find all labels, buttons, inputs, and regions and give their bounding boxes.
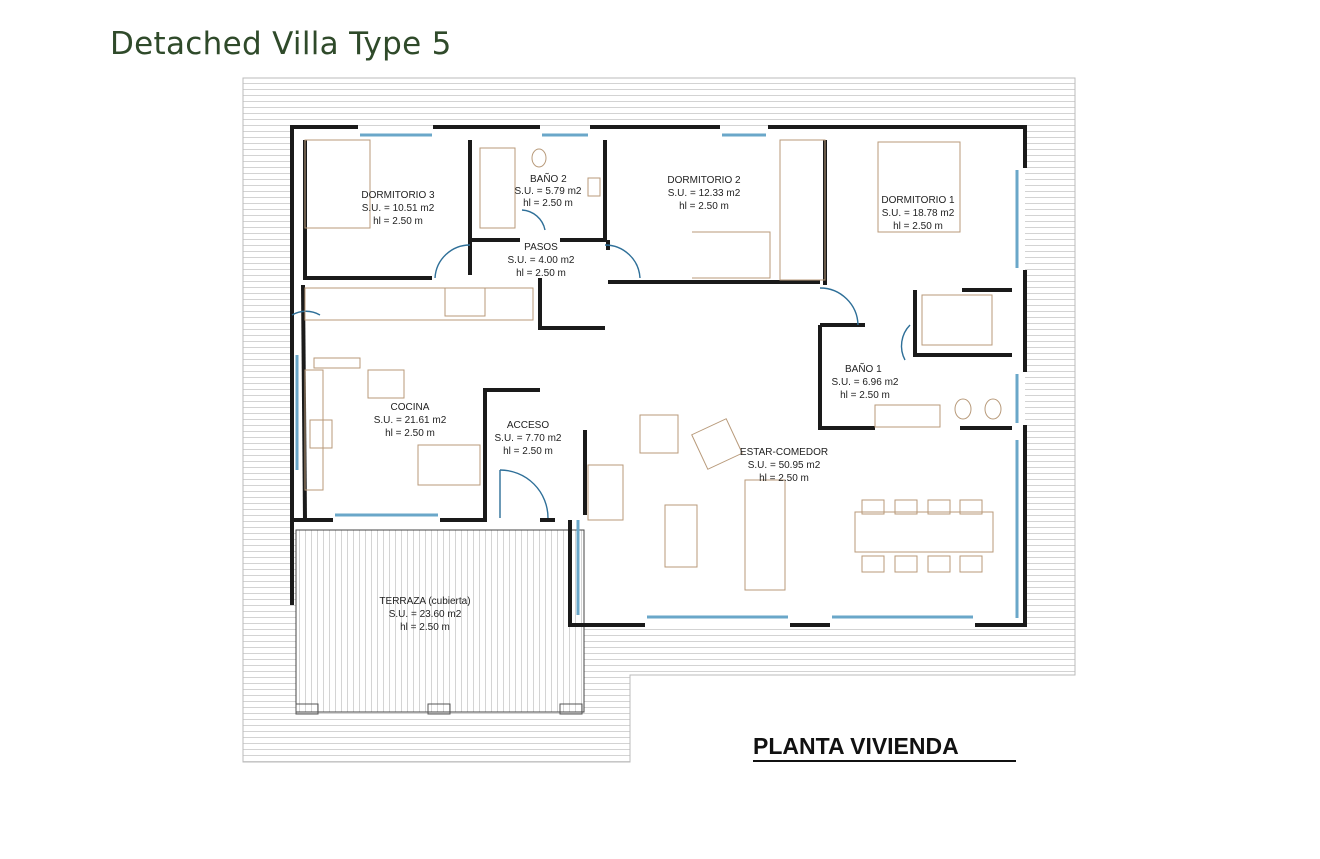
room-label-terraza: TERRAZA (cubierta) S.U. = 23.60 m2 hl = … [379, 596, 470, 633]
room-area: S.U. = 5.79 m2 [515, 186, 582, 197]
room-name: BAÑO 2 [530, 172, 567, 185]
room-height: hl = 2.50 m [893, 221, 943, 232]
terrace-deck [295, 529, 585, 713]
room-label-estar-comedor: ESTAR-COMEDOR S.U. = 50.95 m2 hl = 2.50 … [740, 447, 828, 484]
room-name: COCINA [391, 402, 430, 413]
page-title: Detached Villa Type 5 [110, 26, 452, 62]
doors [291, 209, 911, 519]
room-name: ACCESO [507, 420, 549, 431]
room-height: hl = 2.50 m [373, 216, 423, 227]
room-height: hl = 2.50 m [503, 446, 553, 457]
room-name: ESTAR-COMEDOR [740, 447, 828, 458]
room-label-dormitorio-1: DORMITORIO 1 S.U. = 18.78 m2 hl = 2.50 m [881, 195, 955, 232]
room-height: hl = 2.50 m [516, 268, 566, 279]
room-label-dormitorio-3: DORMITORIO 3 S.U. = 10.51 m2 hl = 2.50 m [361, 190, 435, 227]
room-area: S.U. = 10.51 m2 [362, 203, 435, 214]
room-label-cocina: COCINA S.U. = 21.61 m2 hl = 2.50 m [374, 402, 447, 439]
room-height: hl = 2.50 m [400, 622, 450, 633]
room-name: DORMITORIO 1 [881, 195, 955, 206]
room-label-dormitorio-2: DORMITORIO 2 S.U. = 12.33 m2 hl = 2.50 m [667, 175, 741, 212]
room-label-bano-2: BAÑO 2 S.U. = 5.79 m2 hl = 2.50 m [515, 172, 582, 209]
room-area: S.U. = 7.70 m2 [495, 433, 562, 444]
room-name: BAÑO 1 [845, 362, 882, 375]
room-area: S.U. = 18.78 m2 [882, 208, 955, 219]
room-name: DORMITORIO 3 [361, 190, 435, 201]
room-area: S.U. = 6.96 m2 [832, 377, 899, 388]
room-height: hl = 2.50 m [523, 198, 573, 209]
room-height: hl = 2.50 m [840, 390, 890, 401]
room-label-acceso: ACCESO S.U. = 7.70 m2 hl = 2.50 m [495, 420, 562, 457]
room-height: hl = 2.50 m [759, 473, 809, 484]
room-name: PASOS [524, 242, 558, 253]
windows [295, 133, 1019, 619]
house-footprint [292, 127, 1025, 625]
room-label-bano-1: BAÑO 1 S.U. = 6.96 m2 hl = 2.50 m [832, 362, 899, 401]
room-area: S.U. = 50.95 m2 [748, 460, 821, 471]
room-area: S.U. = 12.33 m2 [668, 188, 741, 199]
room-height: hl = 2.50 m [385, 428, 435, 439]
room-height: hl = 2.50 m [679, 201, 729, 212]
furniture [304, 139, 1002, 591]
room-area: S.U. = 23.60 m2 [389, 609, 462, 620]
room-label-pasos: PASOS S.U. = 4.00 m2 hl = 2.50 m [508, 242, 575, 279]
room-area: S.U. = 4.00 m2 [508, 255, 575, 266]
room-name: TERRAZA (cubierta) [379, 596, 470, 607]
room-name: DORMITORIO 2 [667, 175, 741, 186]
plan-caption: PLANTA VIVIENDA [753, 733, 959, 759]
room-area: S.U. = 21.61 m2 [374, 415, 447, 426]
